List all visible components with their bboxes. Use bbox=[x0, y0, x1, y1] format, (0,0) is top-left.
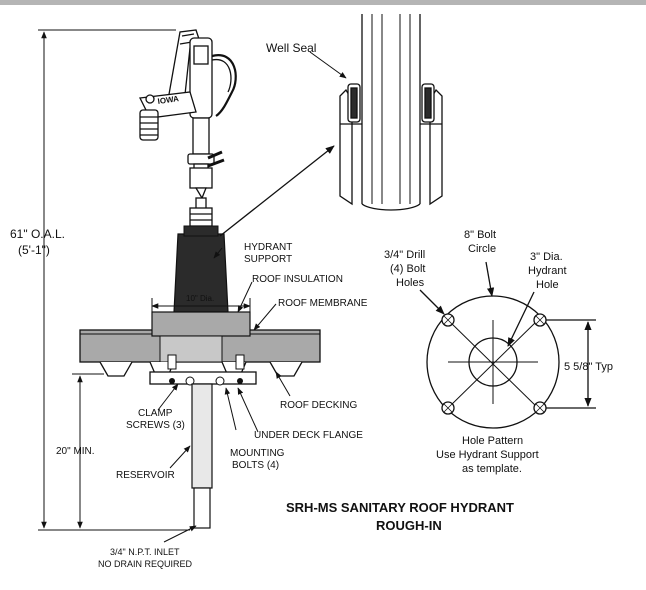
roof-membrane-label: ROOF MEMBRANE bbox=[278, 298, 368, 309]
bolt-drill-label-2: (4) Bolt bbox=[390, 263, 425, 275]
leader-lines bbox=[157, 51, 347, 543]
hole-pattern-label-3: as template. bbox=[462, 463, 522, 475]
min-20-label: 20" MIN. bbox=[56, 446, 95, 457]
well-seal-label: Well Seal bbox=[266, 41, 316, 55]
mounting-bolts-label: MOUNTING bbox=[230, 448, 285, 459]
roof-stack bbox=[79, 311, 321, 386]
under-deck-flange-label: UNDER DECK FLANGE bbox=[254, 430, 363, 441]
clamp-screws-label: CLAMP bbox=[138, 408, 173, 419]
bolt-circle-label: 8" Bolt bbox=[464, 229, 496, 241]
clamp-screws-label-2: SCREWS (3) bbox=[126, 420, 185, 431]
bolt-drill-label: 3/4" Drill bbox=[384, 249, 425, 261]
inlet-label: 3/4" N.P.T. INLET bbox=[110, 547, 180, 557]
reservoir-label: RESERVOIR bbox=[116, 470, 175, 481]
hydrant-support-label-2: SUPPORT bbox=[244, 254, 292, 265]
hydrant-hole-label-3: Hole bbox=[536, 279, 559, 291]
hole-pattern-label: Hole Pattern bbox=[462, 435, 523, 447]
top-rule bbox=[0, 0, 646, 5]
roof-decking-label: ROOF DECKING bbox=[280, 400, 357, 411]
roof-insulation-label: ROOF INSULATION bbox=[252, 274, 343, 285]
dimension-lines bbox=[38, 29, 251, 531]
well-seal-detail bbox=[339, 14, 443, 211]
dia-10-label: 10" Dia. bbox=[186, 294, 214, 303]
typ-dim-label: 5 5/8" Typ bbox=[564, 361, 613, 373]
mounting-bolts-label-2: BOLTS (4) bbox=[232, 460, 279, 471]
oal-label: 61" O.A.L. bbox=[10, 227, 65, 241]
diagram-subtitle: ROUGH-IN bbox=[376, 518, 442, 533]
support-top bbox=[183, 225, 219, 237]
reservoir-pipe bbox=[191, 383, 213, 489]
hole-pattern-label-2: Use Hydrant Support bbox=[436, 449, 539, 461]
npt-inlet bbox=[193, 487, 211, 529]
hydrant-support-label: HYDRANT bbox=[244, 242, 292, 253]
bolt-circle-label-2: Circle bbox=[468, 243, 496, 255]
inlet-label-2: NO DRAIN REQUIRED bbox=[98, 559, 193, 569]
hole-pattern bbox=[419, 261, 596, 429]
diagram-title: SRH-MS SANITARY ROOF HYDRANT bbox=[286, 500, 514, 515]
oal-ft-label: (5'-1") bbox=[18, 243, 50, 257]
hydrant-head bbox=[139, 29, 237, 231]
brand-label: IOWA bbox=[157, 94, 180, 106]
bolt-drill-label-3: Holes bbox=[396, 277, 425, 289]
hydrant-hole-label: 3" Dia. bbox=[530, 251, 563, 263]
hydrant-hole-label-2: Hydrant bbox=[528, 265, 567, 277]
